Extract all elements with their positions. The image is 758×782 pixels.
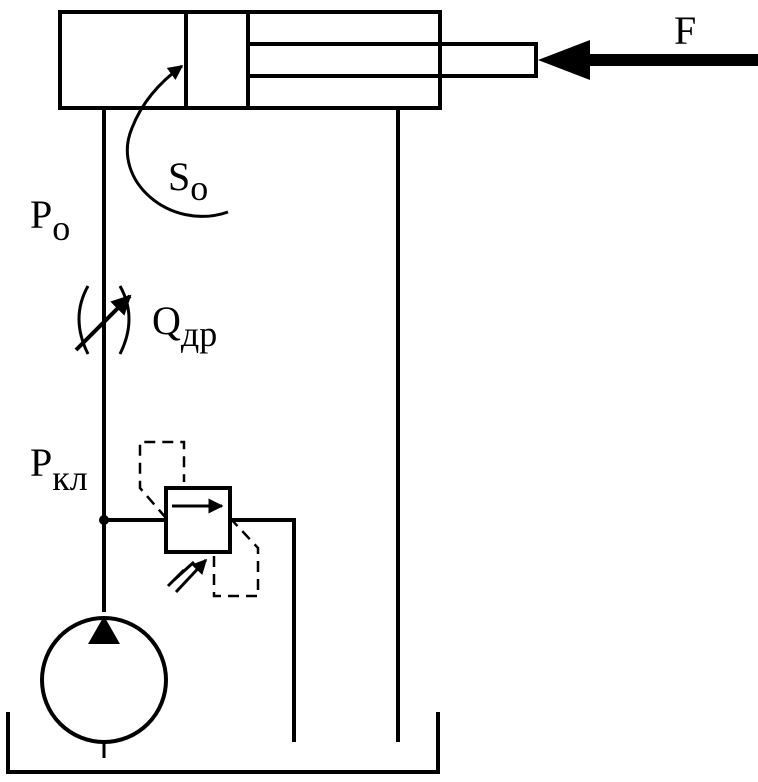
pressure-kl-label: Pкл	[30, 440, 88, 498]
force-label: F	[674, 8, 696, 53]
area-label: So	[168, 154, 208, 208]
hydraulic-cylinder	[58, 10, 538, 110]
pump	[40, 616, 168, 758]
force-arrow	[538, 40, 758, 80]
piston	[184, 10, 250, 110]
relief-valve	[138, 440, 260, 598]
pressure-o-label: Po	[30, 192, 70, 248]
piston-rod	[246, 42, 538, 78]
area-arc-arrow	[125, 64, 229, 218]
tank	[6, 712, 440, 774]
flow-label: Qдр	[152, 298, 217, 354]
adjustable-throttle	[74, 285, 132, 355]
valve-drain-line	[230, 518, 296, 742]
